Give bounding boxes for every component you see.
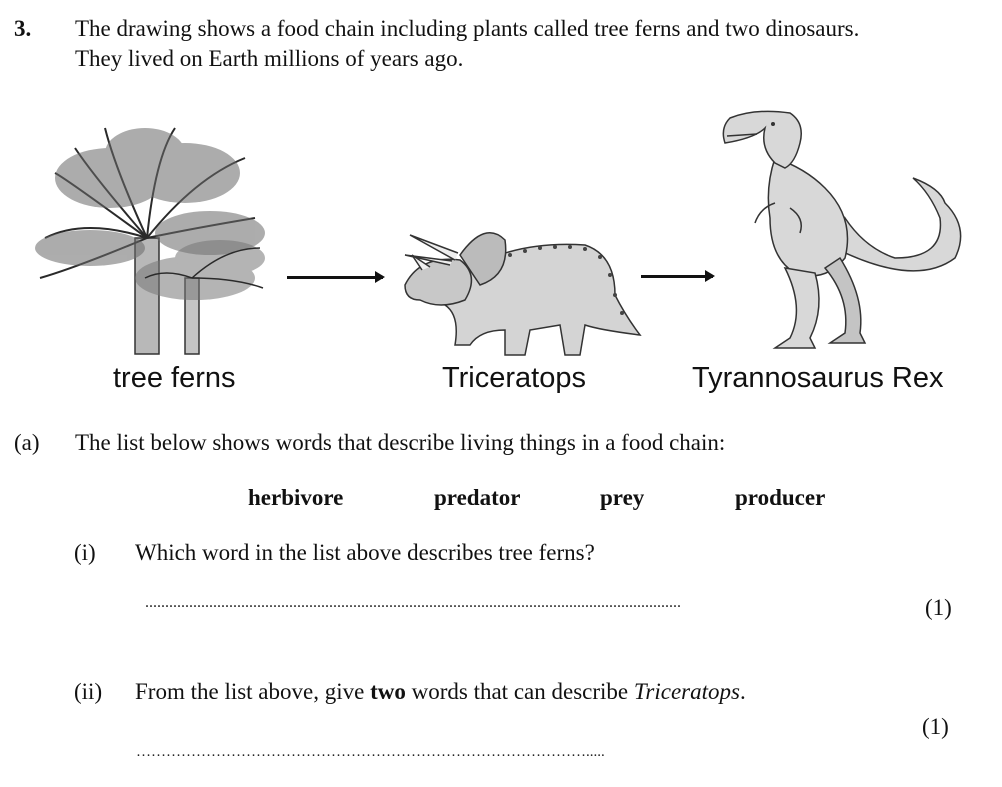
intro-line-1: The drawing shows a food chain including… <box>75 16 860 41</box>
sub-ii-label: (ii) <box>74 679 103 704</box>
caption-tyrannosaurus-rex: Tyrannosaurus Rex <box>692 362 944 394</box>
part-a-label: (a) <box>14 430 40 455</box>
sub-ii-text-middle: words that can describe <box>405 679 634 704</box>
triceratops-illustration <box>400 215 645 365</box>
sub-i-label: (i) <box>74 540 96 565</box>
marks-ii: (1) <box>922 714 949 739</box>
part-a-text: The list below shows words that describe… <box>75 430 726 455</box>
caption-triceratops: Triceratops <box>442 362 586 394</box>
word-prey: prey <box>600 485 645 510</box>
marks-i: (1) <box>925 595 952 620</box>
question-number: 3. <box>14 16 32 41</box>
caption-tree-ferns: tree ferns <box>113 362 236 394</box>
word-producer: producer <box>735 485 826 510</box>
word-herbivore: herbivore <box>248 485 344 510</box>
sub-ii-text-before: From the list above, give <box>135 679 371 704</box>
sub-ii-text-bold: two <box>370 679 406 704</box>
question-intro: The drawing shows a food chain including… <box>75 14 975 74</box>
answer-line-ii[interactable]: ………………………………………………………………………………..... <box>136 744 605 760</box>
tree-ferns-illustration <box>35 118 275 358</box>
intro-line-2: They lived on Earth millions of years ag… <box>75 46 464 71</box>
arrow-right-icon <box>641 270 715 282</box>
sub-ii-text-italic: Triceratops <box>633 679 740 704</box>
word-predator: predator <box>434 485 521 510</box>
tyrannosaurus-rex-illustration <box>715 108 965 363</box>
arrow-right-icon <box>287 271 385 283</box>
sub-i-question: Which word in the list above describes t… <box>135 540 595 565</box>
answer-line-i[interactable]: ........................................… <box>145 594 681 611</box>
sub-ii-question: From the list above, give two words that… <box>135 677 746 707</box>
sub-ii-text-after: . <box>739 679 746 704</box>
